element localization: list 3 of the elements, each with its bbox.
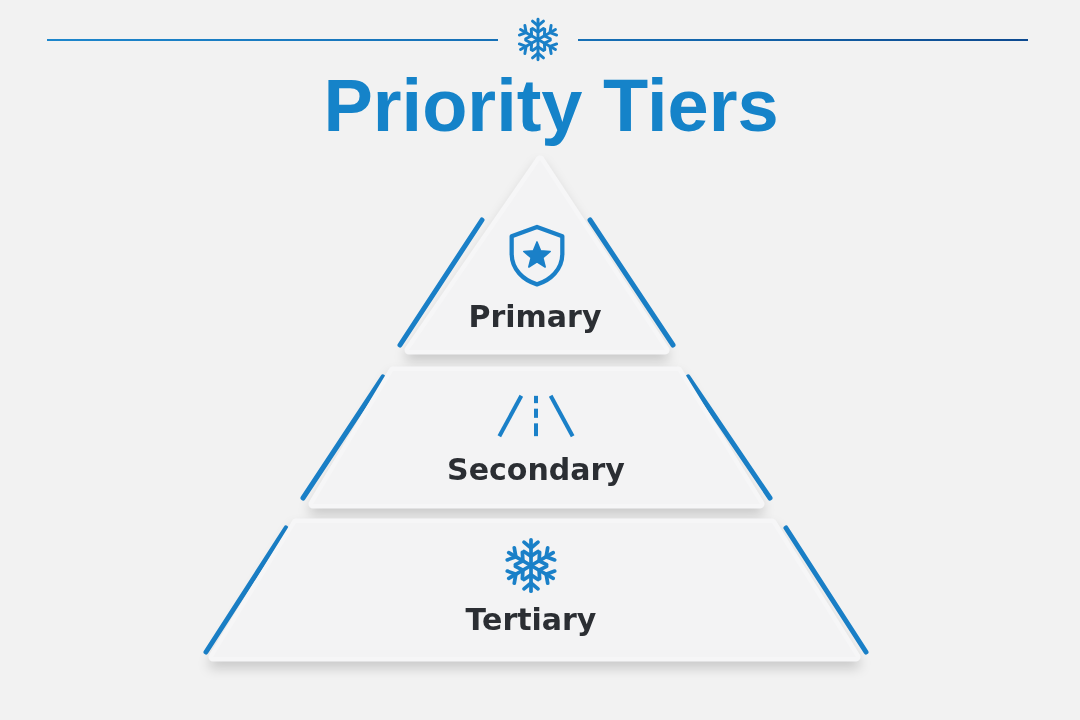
tier-label: Secondary <box>447 452 625 488</box>
tier-label: Primary <box>468 299 602 335</box>
tier-label: Tertiary <box>465 602 597 638</box>
